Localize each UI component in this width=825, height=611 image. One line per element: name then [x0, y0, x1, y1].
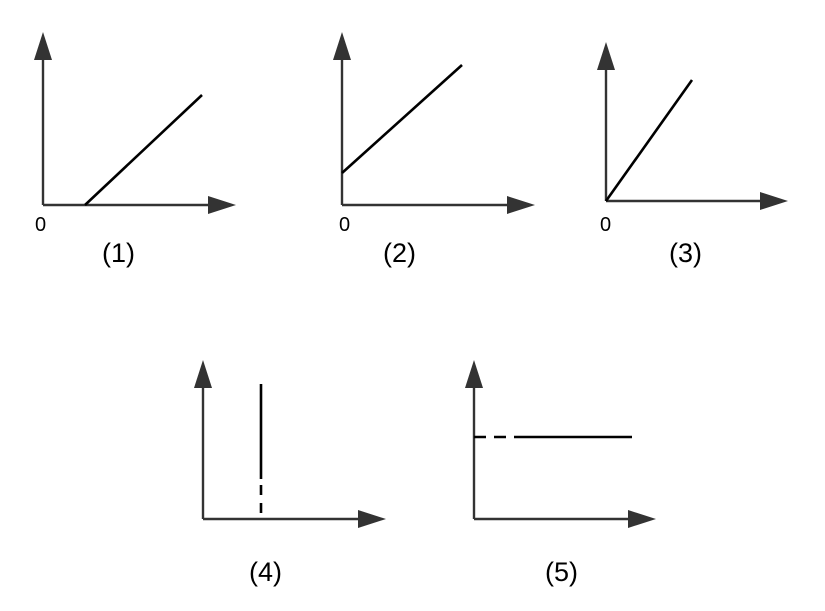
panel-5-y-arrow: [465, 360, 483, 388]
panel-5-caption: (5): [545, 557, 578, 587]
panel-1-x-arrow: [208, 196, 236, 214]
panel-3-y-arrow: [597, 42, 615, 70]
panel-2-y-arrow: [333, 32, 351, 60]
panel-3-x-arrow: [760, 192, 788, 210]
panel-3-origin-label: 0: [600, 214, 611, 236]
panel-4-caption: (4): [249, 557, 282, 587]
panel-4-x-arrow: [358, 510, 386, 528]
panel-1-line: [84, 94, 203, 206]
panel-1-y-arrow: [34, 32, 52, 60]
panel-1-caption: (1): [102, 238, 135, 268]
panel-4-y-arrow: [194, 360, 212, 388]
panel-2-x-arrow: [507, 196, 535, 214]
panel-3: 0 (3): [597, 42, 788, 268]
panel-5-x-arrow: [628, 510, 656, 528]
panel-4: (4): [194, 360, 386, 587]
panel-5: (5): [465, 360, 656, 587]
panel-1-origin-label: 0: [35, 214, 46, 236]
panel-3-line: [604, 79, 694, 202]
panel-2-caption: (2): [383, 238, 416, 268]
panel-1: 0 (1): [34, 32, 236, 268]
panel-2: 0 (2): [333, 32, 535, 268]
panel-3-caption: (3): [669, 238, 702, 268]
panel-2-origin-label: 0: [339, 214, 350, 236]
panel-2-line: [341, 64, 463, 174]
